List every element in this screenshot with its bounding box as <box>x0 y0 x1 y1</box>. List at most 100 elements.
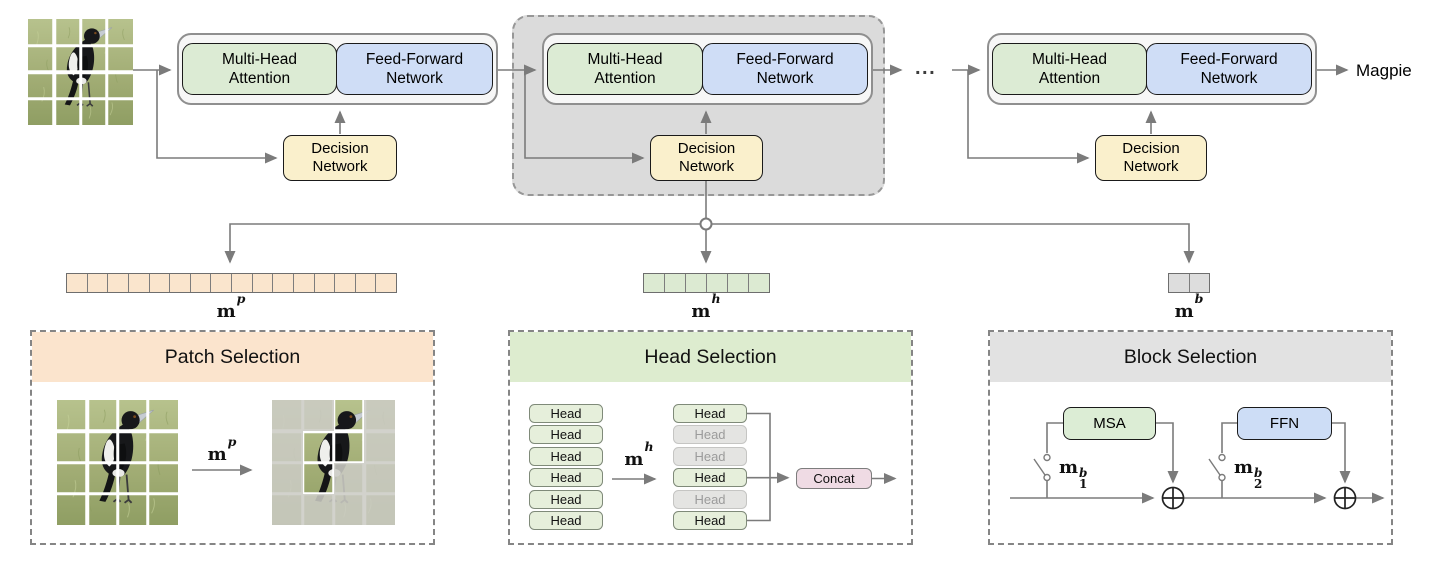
ffn-circuit-box: FFN <box>1237 407 1332 440</box>
dn-label-line1: Decision <box>311 139 369 157</box>
head-box-input: Head <box>529 404 603 423</box>
mask-strip-cell <box>313 274 335 292</box>
mha-label-line1: Multi-Head <box>587 50 663 68</box>
mask-strip-cell <box>107 274 128 292</box>
mha-label-line2: Attention <box>228 70 291 87</box>
masked-patch-cell <box>272 431 303 463</box>
head-box-label: Head <box>694 491 726 507</box>
ffn-label-line1: Feed-Forward <box>1180 50 1278 68</box>
patch-grid-line <box>28 70 133 74</box>
mha-label-line1: Multi-Head <box>222 50 297 68</box>
head-selection-title: Head Selection <box>644 345 777 368</box>
head-box-label: Head <box>550 406 582 421</box>
mask-label-base: m <box>1234 457 1254 478</box>
msa-box: MSA <box>1063 407 1156 440</box>
head-box-masked: Head <box>673 489 747 509</box>
mask-strip-cell <box>354 274 376 292</box>
head-box-label: Head <box>694 513 726 528</box>
mask-strip-cell <box>251 274 273 292</box>
head-mask-strip <box>643 273 770 293</box>
head-box-selected: Head <box>673 404 747 423</box>
dn-label-line1: Decision <box>1122 139 1180 157</box>
concat-label: Concat <box>813 471 855 486</box>
mha-label-line2: Attention <box>594 70 656 87</box>
block-mask-strip <box>1168 273 1210 293</box>
ffn-box-3: Feed-Forward Network <box>1146 43 1312 95</box>
mha-box-3: Multi-Head Attention <box>992 43 1147 95</box>
head-selection-header: Head Selection <box>510 332 911 382</box>
dn-label-line2: Network <box>312 158 368 175</box>
msa-label: MSA <box>1093 415 1126 432</box>
patch-grid-line <box>57 492 178 496</box>
mask-strip-cell <box>148 274 170 292</box>
patch-selection-title: Patch Selection <box>164 345 301 368</box>
patch-arrow-label: mp <box>207 434 237 465</box>
masked-patch-cell <box>333 462 365 494</box>
ellipsis-label: ... <box>915 57 937 79</box>
masked-patch-cell <box>272 400 303 432</box>
mask-strip-cell <box>748 274 769 292</box>
mha-box-1: Multi-Head Attention <box>182 43 337 95</box>
mha-label-line1: Multi-Head <box>1032 50 1107 68</box>
dn-label-line2: Network <box>1123 158 1179 175</box>
masked-patch-cell <box>364 431 395 463</box>
mask-label-sup: b <box>1254 466 1263 480</box>
concat-box: Concat <box>796 468 872 489</box>
head-box-label: Head <box>694 427 726 443</box>
junction-node <box>699 217 713 231</box>
patch-selection-header: Patch Selection <box>32 332 433 382</box>
head-box-masked: Head <box>673 425 747 445</box>
mask-strip-cell <box>706 274 727 292</box>
mask-label-sup: b <box>1194 291 1204 306</box>
decision-network-1: Decision Network <box>283 135 397 181</box>
mask-label-sub: 2 <box>1254 477 1263 491</box>
head-box-label: Head <box>550 491 582 507</box>
mask-label-sup: h <box>644 439 654 454</box>
head-box-label: Head <box>550 513 582 528</box>
block-selection-panel: Block Selection <box>988 330 1393 545</box>
mask-strip-cell <box>210 274 231 292</box>
block-selection-title: Block Selection <box>1123 345 1258 368</box>
block-mask-label: mb <box>1174 291 1204 322</box>
ffn-box-2: Feed-Forward Network <box>702 43 868 95</box>
mask-strip-cell <box>86 274 108 292</box>
mask-label-base: m <box>1174 301 1194 322</box>
mask-strip-cell <box>169 274 190 292</box>
masked-patch-cell <box>333 493 365 525</box>
mask-strip-cell <box>375 274 396 292</box>
mask-label-sub: 1 <box>1079 477 1088 491</box>
mask-label-base: m <box>691 301 711 322</box>
masked-patch-cell <box>364 493 395 525</box>
patch-mask-strip <box>66 273 397 293</box>
mask-strip-cell <box>1169 274 1189 292</box>
head-box-input: Head <box>529 446 603 466</box>
arrow-junction-to-mp <box>224 223 700 264</box>
ffn-label-line2: Network <box>386 70 443 87</box>
masked-patch-cell <box>272 462 303 494</box>
mask-label-sup: p <box>227 434 237 449</box>
block-selection-header: Block Selection <box>990 332 1391 382</box>
mask-label-sup: h <box>711 291 721 306</box>
mask-strip-cell <box>644 274 664 292</box>
masked-patch-cell <box>364 400 395 432</box>
decision-network-3: Decision Network <box>1095 135 1207 181</box>
ffn-label-line2: Network <box>756 70 814 87</box>
mask-label-base: m <box>624 449 644 470</box>
mask-strip-cell <box>334 274 355 292</box>
masked-patch-cell <box>272 493 303 525</box>
mha-label-line2: Attention <box>1038 70 1101 87</box>
mask-label-base: m <box>207 444 227 465</box>
head-box-label: Head <box>694 406 726 421</box>
dn-label-line2: Network <box>678 158 734 175</box>
head-arrow-label: mh <box>624 439 653 470</box>
ffn-label-line2: Network <box>1200 70 1258 87</box>
decision-network-2: Decision Network <box>650 135 763 181</box>
patch-image-masked <box>272 400 395 525</box>
mask-strip-cell <box>292 274 314 292</box>
patch-grid-line <box>28 96 133 101</box>
head-box-selected: Head <box>673 468 747 488</box>
head-box-input: Head <box>529 425 603 445</box>
head-box-label: Head <box>550 448 582 464</box>
